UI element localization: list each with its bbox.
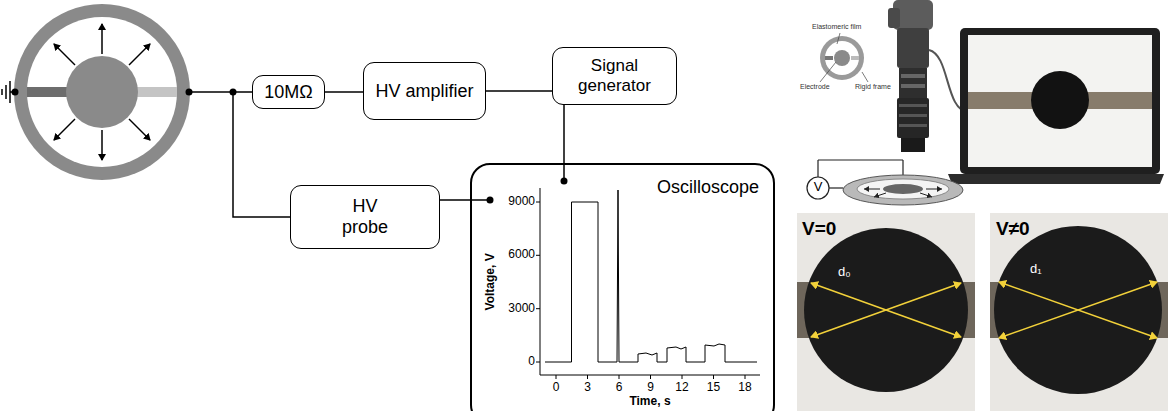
tick-label: 3 <box>573 381 603 395</box>
leader-line <box>837 33 840 44</box>
dea-actuator <box>14 4 190 180</box>
node-label: Signal generator <box>565 56 665 95</box>
tick-label: 6 <box>604 381 634 395</box>
part-name: Rigid frame <box>855 83 891 91</box>
dimension-label: d₁ <box>1030 262 1042 277</box>
tick-label: 0 <box>541 381 571 395</box>
wire <box>189 91 233 93</box>
axis-title: Voltage, V <box>484 247 498 317</box>
tick-label: 18 <box>730 381 760 395</box>
resistor-box: 10MΩ <box>252 75 325 109</box>
state-label: V=0 <box>802 218 836 240</box>
input-dot <box>487 197 494 204</box>
node-label: 10MΩ <box>264 82 312 103</box>
signal-wire <box>233 92 290 217</box>
signal-wire <box>325 91 363 93</box>
tick-label: 15 <box>699 381 729 395</box>
axis-title: Time, s <box>610 395 690 409</box>
node-label: HV amplifier <box>375 81 473 102</box>
tick-label: 9 <box>636 381 666 395</box>
dimension-label: d₀ <box>838 265 851 280</box>
signal-wire <box>440 199 470 201</box>
node-label: Oscilloscope <box>657 177 759 198</box>
tick-label: 3000 <box>494 302 535 316</box>
signal-wire <box>563 105 565 163</box>
state-label: V≠0 <box>996 218 1030 240</box>
generator-box: Signal generator <box>552 47 677 105</box>
leader-line <box>862 72 868 82</box>
tick-label: 6000 <box>494 248 535 262</box>
voltage-chart <box>536 188 760 379</box>
actuator-disk <box>843 175 963 205</box>
probe-box: HV probe <box>290 185 440 249</box>
leader-line <box>820 62 836 82</box>
laptop <box>948 28 1164 184</box>
part-name: Electrode <box>800 83 830 91</box>
tick-label: 0 <box>494 355 535 369</box>
camera <box>888 0 968 152</box>
input-dot <box>561 178 568 185</box>
photo-rest <box>797 213 975 411</box>
source-symbol-label: V <box>808 180 828 195</box>
tick-label: 9000 <box>494 195 535 209</box>
tick-label: 12 <box>667 381 697 395</box>
contact-dot <box>12 89 19 96</box>
part-name: Elastomeric film <box>812 23 861 31</box>
node-label: HV probe <box>335 196 395 237</box>
signal-wire <box>486 90 552 92</box>
amplifier-box: HV amplifier <box>363 62 486 120</box>
photo-actuated <box>990 213 1168 411</box>
inset-actuator <box>820 33 868 82</box>
